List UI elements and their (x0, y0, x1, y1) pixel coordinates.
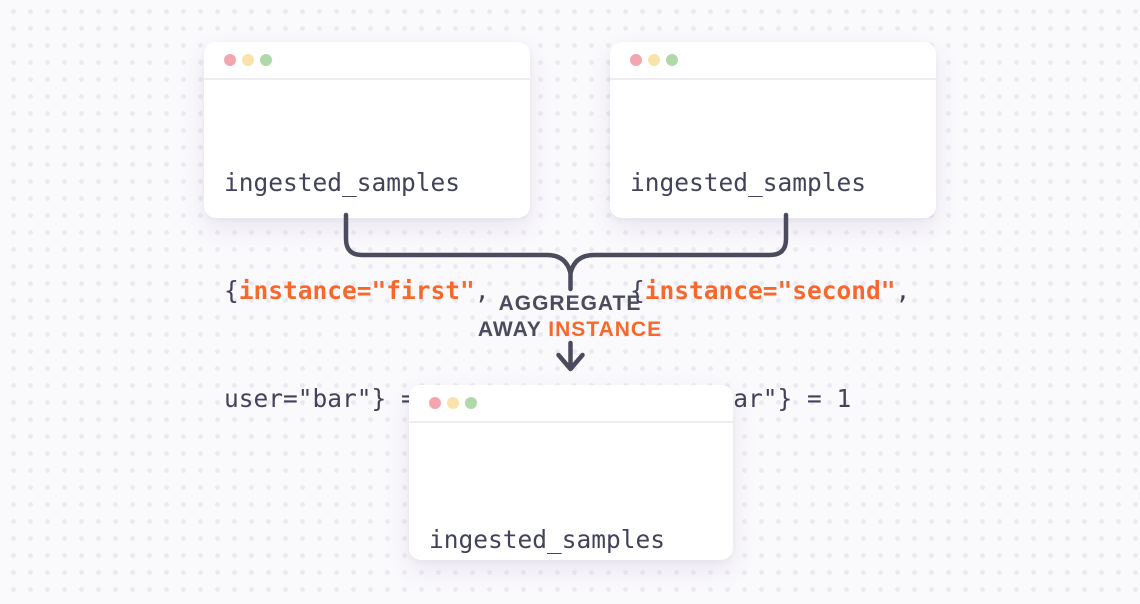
metric-name: ingested_samples (630, 168, 867, 197)
code-block-aggregated-result: ingested_samples {user="bar"} = 2 (409, 423, 733, 604)
window-minimize-icon (242, 54, 254, 66)
metric-name: ingested_samples (429, 525, 666, 554)
aggregate-label: AGGREGATE AWAY INSTANCE (0, 291, 1140, 343)
window-minimize-icon (447, 397, 459, 409)
code-line: ingested_samples (630, 165, 916, 201)
code-window-instance-second: ingested_samples {instance="second", use… (610, 42, 936, 413)
window-close-icon (224, 54, 236, 66)
aggregate-label-instance: INSTANCE (548, 318, 663, 341)
window-minimize-icon (648, 54, 660, 66)
brace: { (224, 276, 239, 305)
window-maximize-icon (260, 54, 272, 66)
down-arrow-icon (556, 340, 585, 372)
comma: , (895, 276, 911, 305)
aggregate-label-line2: AWAY INSTANCE (0, 317, 1140, 343)
window-titlebar (409, 385, 733, 423)
code-line: ingested_samples (224, 165, 510, 201)
brace: { (630, 276, 645, 305)
window-maximize-icon (465, 397, 477, 409)
metric-name: ingested_samples (224, 168, 461, 197)
code-line: {instance="second", (630, 273, 916, 309)
window-close-icon (630, 54, 642, 66)
code-window-instance-first: ingested_samples {instance="first", user… (204, 42, 530, 413)
window-close-icon (429, 397, 441, 409)
aggregate-label-away: AWAY (477, 318, 549, 341)
window-maximize-icon (666, 54, 678, 66)
window-titlebar (204, 42, 530, 80)
instance-label-highlight: instance="second" (644, 276, 896, 305)
aggregate-label-line1: AGGREGATE (498, 292, 642, 315)
code-line: ingested_samples (429, 522, 713, 558)
window-titlebar (610, 42, 936, 80)
code-window-aggregated-result: ingested_samples {user="bar"} = 2 (409, 385, 733, 560)
